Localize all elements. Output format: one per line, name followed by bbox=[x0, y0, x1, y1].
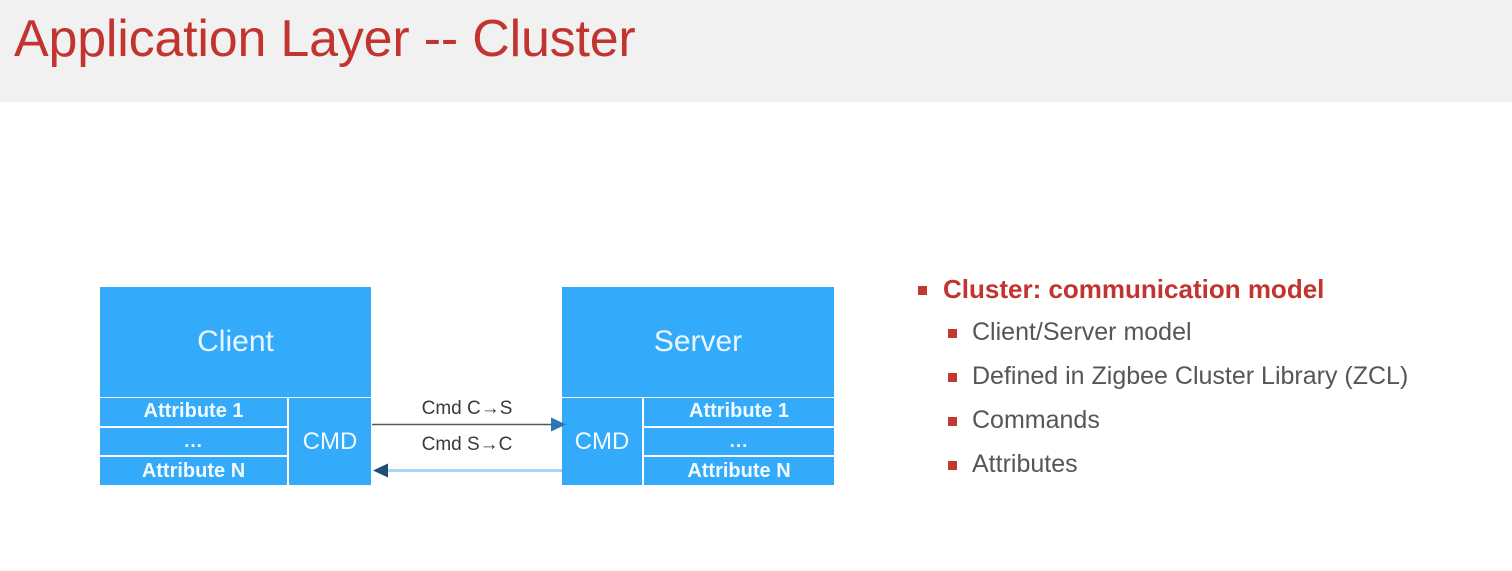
list-item-label: Commands bbox=[972, 406, 1100, 434]
list-item: Attribute N bbox=[687, 459, 791, 482]
bullet-square-icon bbox=[948, 373, 957, 382]
list-item: ... bbox=[644, 428, 834, 458]
list-item: Commands bbox=[948, 404, 1498, 437]
list-item: Attribute N bbox=[141, 459, 246, 482]
list-item: ... bbox=[100, 428, 287, 458]
page-title: Application Layer -- Cluster bbox=[14, 10, 636, 68]
list-item: Client/Server model bbox=[948, 316, 1498, 349]
arrow-label-cmd-client-to-server: Cmd C→S bbox=[421, 398, 513, 419]
bullet-list: Cluster: communication model Client/Serv… bbox=[918, 272, 1498, 492]
server-attribute-list: Attribute 1 ... Attribute N bbox=[644, 398, 834, 485]
list-item-label: Defined in Zigbee Cluster Library (ZCL) bbox=[972, 362, 1409, 390]
bullet-square-icon bbox=[948, 461, 957, 470]
server-node-body: CMD Attribute 1 ... Attribute N bbox=[562, 398, 834, 485]
client-node: Client Attribute 1 ... Attribute N CMD bbox=[100, 287, 371, 485]
list-item-label: Cluster: communication model bbox=[943, 274, 1325, 304]
list-item: Cluster: communication model bbox=[918, 272, 1498, 306]
list-item: Attribute 1 bbox=[644, 398, 834, 428]
server-node: Server CMD Attribute 1 ... Attribute N bbox=[562, 287, 834, 485]
list-item: Defined in Zigbee Cluster Library (ZCL) bbox=[948, 360, 1498, 393]
client-node-title: Client bbox=[100, 287, 371, 397]
list-item: Attributes bbox=[948, 448, 1498, 481]
client-attribute-list: Attribute 1 ... Attribute N bbox=[100, 398, 289, 485]
arrow-server-to-client-icon bbox=[373, 463, 562, 478]
bullet-square-icon bbox=[948, 417, 957, 426]
arrow-label-cmd-server-to-client: Cmd S→C bbox=[421, 434, 513, 455]
server-node-title: Server bbox=[562, 287, 834, 397]
list-item-label: Client/Server model bbox=[972, 318, 1192, 346]
client-node-body: Attribute 1 ... Attribute N CMD bbox=[100, 398, 371, 485]
bullet-square-icon bbox=[918, 286, 927, 295]
client-cmd-block: CMD bbox=[289, 398, 371, 485]
server-cmd-block: CMD bbox=[562, 398, 644, 485]
list-item-label: Attributes bbox=[972, 450, 1078, 478]
list-item: Attribute 1 bbox=[100, 398, 287, 428]
bullet-square-icon bbox=[948, 329, 957, 338]
title-band bbox=[0, 0, 1512, 102]
